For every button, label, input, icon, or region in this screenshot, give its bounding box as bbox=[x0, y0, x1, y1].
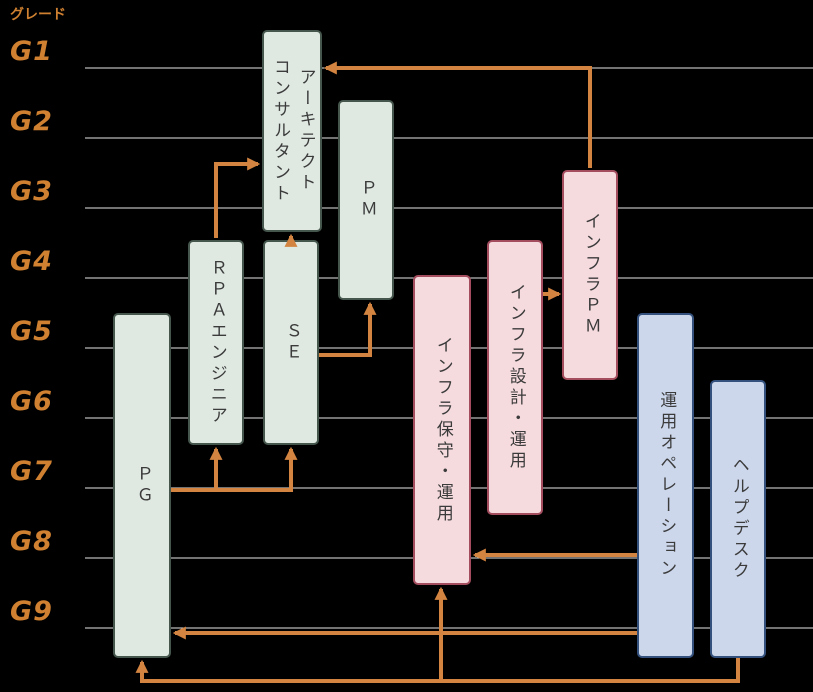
role-label-se: ＳＥ bbox=[281, 321, 302, 364]
role-box-se: ＳＥ bbox=[263, 240, 319, 445]
role-box-infra-maintenance: インフラ保守・運用 bbox=[413, 275, 471, 585]
grade-label-g2: G2 bbox=[10, 106, 53, 137]
grade-label-g3: G3 bbox=[10, 176, 53, 207]
role-box-infra-pm: インフラＰＭ bbox=[562, 170, 618, 380]
role-label-infra-design: インフラ設計・運用 bbox=[505, 283, 526, 472]
role-label-infra-maintenance: インフラ保守・運用 bbox=[432, 335, 453, 525]
role-box-ops-operation: 運用オペレーション bbox=[637, 313, 694, 658]
role-label-pg: ＰＧ bbox=[132, 464, 153, 507]
role-label-pm: ＰＭ bbox=[356, 179, 377, 221]
grade-label-g8: G8 bbox=[10, 526, 53, 557]
role-box-architect-consultant: アーキテクト コンサルタント bbox=[262, 30, 322, 232]
role-label-architect-consultant: アーキテクト コンサルタント bbox=[270, 57, 316, 205]
axis-title: グレード bbox=[10, 7, 66, 23]
role-box-infra-design: インフラ設計・運用 bbox=[487, 240, 543, 515]
grade-label-g9: G9 bbox=[10, 596, 53, 627]
role-box-rpa-engineer: ＲＰＡエンジニア bbox=[188, 240, 244, 445]
grade-label-g5: G5 bbox=[10, 316, 53, 347]
grade-label-g1: G1 bbox=[10, 36, 53, 67]
grade-label-g7: G7 bbox=[10, 456, 53, 487]
role-label-ops-operation: 運用オペレーション bbox=[656, 391, 677, 580]
grade-label-g6: G6 bbox=[10, 386, 53, 417]
role-label-helpdesk: ヘルプデスク bbox=[728, 456, 749, 582]
grade-label-g4: G4 bbox=[10, 246, 53, 277]
role-box-pg: ＰＧ bbox=[113, 313, 171, 658]
role-label-rpa-engineer: ＲＰＡエンジニア bbox=[206, 258, 227, 427]
role-label-infra-pm: インフラＰＭ bbox=[580, 212, 601, 338]
role-box-pm: ＰＭ bbox=[338, 100, 394, 300]
role-box-helpdesk: ヘルプデスク bbox=[710, 380, 766, 658]
